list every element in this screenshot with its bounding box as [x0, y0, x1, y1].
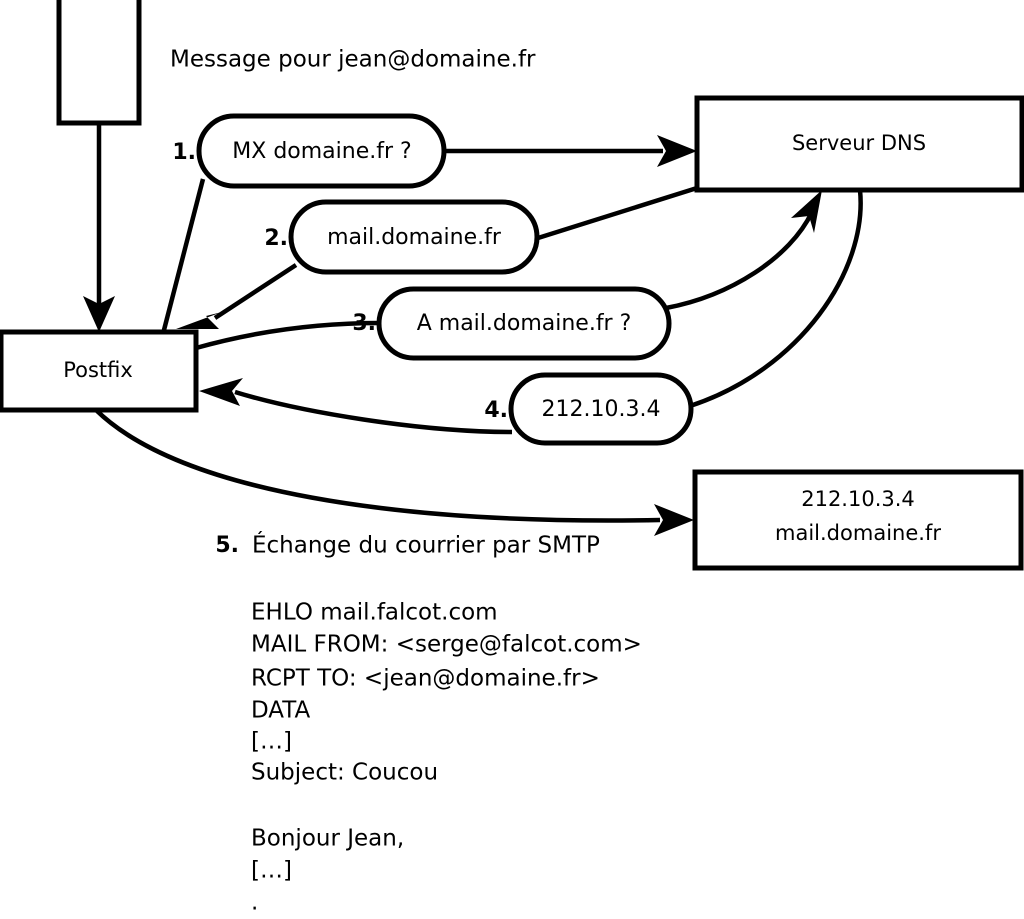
bubble-1	[196, 113, 447, 189]
bubble-1-label: MX domaine.fr ?	[232, 139, 411, 164]
edge-bubble3-to-dns	[665, 190, 822, 311]
bubble-2-label: mail.domaine.fr	[327, 225, 502, 250]
edge-postfix-to-bubble1	[161, 178, 206, 331]
step-5-number: 5.	[215, 533, 239, 558]
edge-bubble4-to-postfix	[199, 378, 513, 435]
transcript-line: […]	[251, 729, 292, 755]
smtp-transcript: EHLO mail.falcot.com MAIL FROM: <serge@f…	[251, 600, 642, 916]
transcript-line: EHLO mail.falcot.com	[251, 600, 498, 626]
edge-postfix-to-target	[94, 408, 694, 536]
source-box	[56, 0, 142, 126]
dns-server-label: Serveur DNS	[792, 131, 926, 155]
transcript-line: DATA	[251, 698, 311, 724]
postfix-box	[0, 329, 199, 413]
edge-dns-to-bubble2	[537, 185, 698, 241]
message-title: Message pour jean@domaine.fr	[170, 47, 536, 73]
step-5-caption: Échange du courrier par SMTP	[252, 531, 600, 559]
edge-dns-to-bubble4	[689, 189, 863, 409]
bubble-1-number: 1.	[172, 140, 196, 165]
transcript-line: […]	[251, 858, 292, 884]
bubble-3	[376, 286, 672, 361]
target-server-ip: 212.10.3.4	[801, 487, 915, 511]
transcript-line: RCPT TO: <jean@domaine.fr>	[251, 666, 600, 692]
bubble-4-number: 4.	[484, 398, 508, 423]
edge-bubble2-to-postfix	[176, 263, 298, 329]
bubble-4	[508, 372, 694, 446]
bubble-3-number: 3.	[352, 311, 376, 336]
postfix-label: Postfix	[63, 358, 133, 382]
transcript-line: Subject: Coucou	[251, 760, 438, 786]
transcript-line: .	[251, 890, 258, 916]
dns-server-box	[694, 95, 1024, 193]
bubble-2	[288, 199, 540, 275]
target-server-hostname: mail.domaine.fr	[775, 521, 941, 545]
target-server-box	[692, 469, 1024, 571]
bubble-2-number: 2.	[264, 226, 288, 251]
bubble-3-label: A mail.domaine.fr ?	[417, 311, 632, 336]
edge-source-to-postfix	[83, 123, 115, 332]
bubble-4-label: 212.10.3.4	[542, 397, 661, 422]
transcript-line: Bonjour Jean,	[251, 826, 404, 852]
edge-postfix-to-bubble3	[195, 320, 381, 351]
edge-bubble1-to-dns	[443, 135, 697, 167]
transcript-line: MAIL FROM: <serge@falcot.com>	[251, 632, 642, 658]
